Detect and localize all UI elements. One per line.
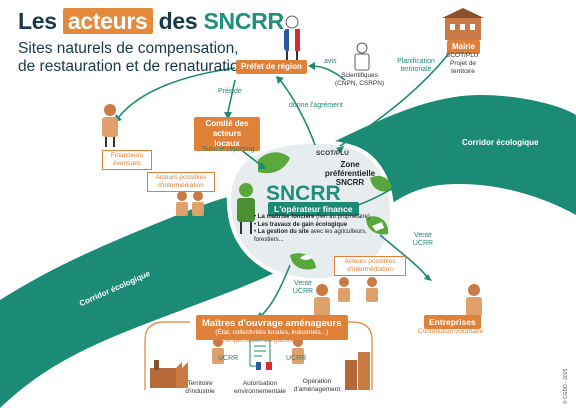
- compensation-label: Compensation obligatoire: [220, 337, 294, 344]
- vente-ucrr-right: Vente UCRR: [412, 232, 434, 247]
- ucrr-left: UCRR: [218, 355, 239, 362]
- page-title: Les acteurs des SNCRR: [18, 8, 284, 35]
- mairie-building: [442, 8, 484, 40]
- scientifiques-sub: (CNPN, CSRPN): [335, 79, 385, 87]
- bullet-3: • La gestion du site avec les agriculteu…: [254, 229, 367, 243]
- document-icon: [249, 339, 272, 370]
- ucrr-right: UCRR: [286, 355, 307, 362]
- corridor-left-ribbon: [0, 190, 285, 408]
- acteurs-possibles-left: Acteurs possibles d'intermédiation: [147, 172, 215, 192]
- operateur-box: L'opérateur finance: [268, 202, 359, 216]
- bullet-2: • Les travaux de gain écologique: [254, 221, 348, 228]
- zone-label: Zone préférentielle SNCRR: [324, 160, 376, 187]
- territoire-label: Territoire d'industrie: [185, 380, 215, 395]
- maitres-box: Maîtres d'ouvrage aménageurs (État, coll…: [196, 315, 348, 340]
- donne-agrement-label: donne l'agrément: [289, 102, 343, 109]
- preside-label: Préside: [218, 88, 242, 95]
- comite-box: Comité des acteurs locaux: [194, 117, 260, 151]
- scientifiques-title: Scientifiques: [341, 72, 378, 79]
- title-highlight: acteurs: [62, 8, 153, 34]
- entreprises-box: Entreprises: [424, 315, 481, 329]
- prefet-figure: [284, 15, 300, 61]
- mairie-sub: SCOT/PLU: [446, 52, 479, 59]
- acteurs-possibles-right: Acteurs possibles d'intermédiation: [334, 256, 406, 276]
- title-part1: Les: [18, 8, 57, 34]
- operation-label: Opération d'aménagement: [293, 378, 341, 393]
- maitre-figure: [314, 284, 330, 317]
- mairie-note: Projet de territoire: [449, 60, 477, 75]
- prefet-box: Préfet de région: [236, 60, 307, 74]
- contribution-label: Contribution volontaire: [418, 328, 484, 335]
- operateur-bullets: • La maîtrise foncière (lien au propriét…: [254, 214, 372, 244]
- title-part2: des: [158, 8, 198, 34]
- page-subtitle: Sites naturels de compensation, de resta…: [18, 40, 248, 75]
- intermediary-figure-left: [176, 191, 204, 216]
- financeur-figure: [102, 104, 118, 147]
- factory-icon: [150, 360, 188, 388]
- suivi-label: Suivi et reporting: [202, 146, 255, 153]
- intermediary-figure-right: [338, 277, 378, 302]
- financeurs-box: Financeurs éventuels: [102, 150, 152, 170]
- avis-label: avis: [324, 58, 337, 65]
- autorisation-label: Autorisation environnementale: [234, 380, 286, 395]
- scientifiques-label: Scientifiques (CNPN, CSRPN): [335, 72, 384, 87]
- vente-ucrr-center: Vente UCRR: [292, 280, 314, 295]
- buildings-icon: [345, 352, 370, 390]
- mairie-box: Mairie: [447, 40, 481, 54]
- title-brand: SNCRR: [203, 8, 284, 34]
- corridor-right-label: Corridor écologique: [462, 138, 539, 147]
- scot-label: SCOT/PLU: [316, 150, 349, 157]
- sncrr-label: SNCRR: [266, 182, 341, 205]
- bottom-frame: [144, 321, 373, 390]
- sncrr-operator-figure: [237, 183, 255, 234]
- vente-ucrr-top: Vente UCRR: [424, 126, 446, 141]
- maitres-sub: (État, collectivités locales, industriel…: [215, 329, 329, 336]
- planification-label: Planification territoriale: [397, 58, 435, 73]
- bullet-1: • La maîtrise foncière (lien au propriét…: [254, 214, 370, 220]
- copyright: © CGDD - 2025: [563, 368, 569, 404]
- maitres-title: Maîtres d'ouvrage aménageurs: [202, 318, 342, 329]
- scientist-figure: [354, 42, 370, 71]
